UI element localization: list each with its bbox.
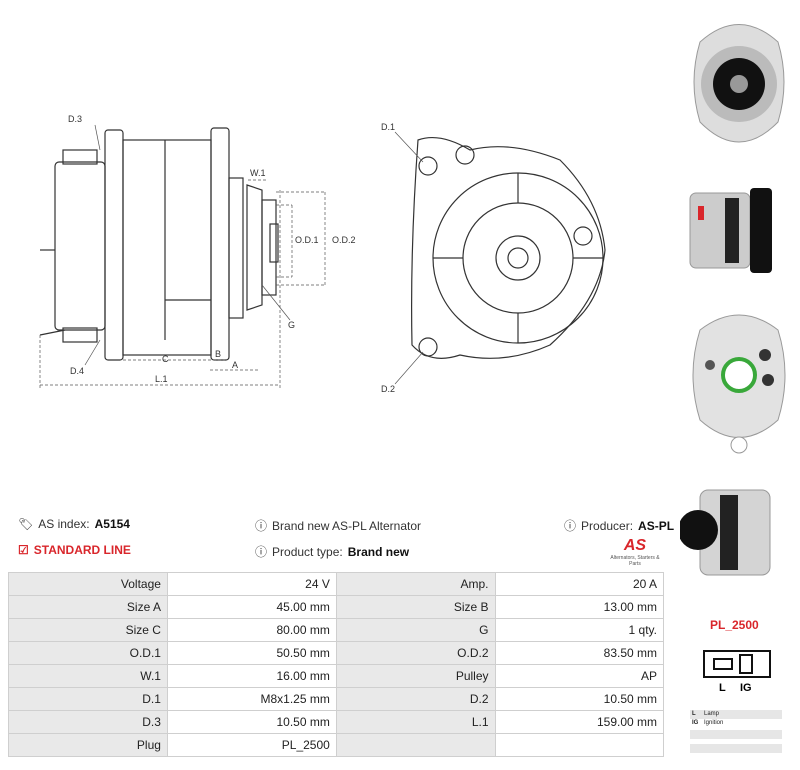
- spec-value: 16.00 mm: [166, 664, 337, 688]
- spec-value: 45.00 mm: [166, 595, 337, 619]
- spec-value: [494, 733, 665, 757]
- info-icon: ⓘ: [255, 545, 268, 559]
- label-d4: D.4: [70, 366, 84, 376]
- info-icon: ⓘ: [564, 519, 577, 533]
- spec-value: 1 qty.: [494, 618, 665, 642]
- plug-title: PL_2500: [710, 618, 759, 632]
- spec-label: Pulley: [335, 664, 496, 688]
- spec-label: G: [335, 618, 496, 642]
- spec-label: Voltage: [8, 572, 168, 596]
- legend-row-empty: [690, 744, 782, 753]
- spec-label: Size C: [8, 618, 168, 642]
- as-index: 🏷 AS index: A5154: [18, 517, 130, 531]
- spec-label: O.D.1: [8, 641, 168, 665]
- spec-label: L.1: [335, 710, 496, 734]
- label-g: G: [288, 320, 295, 330]
- spec-value: 13.00 mm: [494, 595, 665, 619]
- spec-value: 80.00 mm: [166, 618, 337, 642]
- tag-icon: 🏷: [18, 517, 34, 531]
- label-od1: O.D.1: [295, 235, 319, 245]
- spec-value: 10.50 mm: [494, 687, 665, 711]
- spec-value: AP: [494, 664, 665, 688]
- pin-l: L: [719, 682, 726, 694]
- plug-diagram: L IG: [703, 650, 771, 694]
- spec-label: Size A: [8, 595, 168, 619]
- product-type: ⓘ Product type: Brand new: [255, 544, 410, 560]
- spec-label: W.1: [8, 664, 168, 688]
- label-l1: L.1: [155, 374, 168, 384]
- spec-value: M8x1.25 mm: [166, 687, 337, 711]
- spec-value: 20 A: [494, 572, 665, 596]
- photo-side: [689, 188, 772, 273]
- spec-value: 24 V: [166, 572, 337, 596]
- spec-label: [335, 733, 496, 757]
- spec-value: 83.50 mm: [494, 641, 665, 665]
- product-title: ⓘ Brand new AS-PL Alternator: [255, 518, 421, 534]
- photo-rear: [692, 314, 786, 454]
- spec-label: D.1: [8, 687, 168, 711]
- legend-row-empty: [690, 730, 782, 739]
- label-od2: O.D.2: [332, 235, 356, 245]
- technical-drawing: D.3 D.4 D.1 D.2 W.1 O.D.1 O.D.2 G B A C …: [39, 114, 606, 394]
- photo-front: [693, 24, 785, 143]
- spec-label: D.3: [8, 710, 168, 734]
- photo-angle: [680, 489, 771, 576]
- label-a: A: [232, 360, 238, 370]
- spec-label: Plug: [8, 733, 168, 757]
- check-icon: ☑: [18, 543, 29, 557]
- spec-value: 50.50 mm: [166, 641, 337, 665]
- label-c: C: [162, 354, 169, 364]
- spec-value: 159.00 mm: [494, 710, 665, 734]
- spec-value: 10.50 mm: [166, 710, 337, 734]
- brand-logo: AS Alternators, Starters & Parts: [610, 537, 660, 567]
- spec-value: PL_2500: [166, 733, 337, 757]
- info-icon: ⓘ: [255, 519, 268, 533]
- label-d2: D.2: [381, 384, 395, 394]
- producer: ⓘ Producer: AS-PL: [564, 518, 675, 534]
- label-w1: W.1: [250, 168, 266, 178]
- standard-line: ☑ STANDARD LINE: [18, 543, 131, 557]
- spec-label: O.D.2: [335, 641, 496, 665]
- spec-label: Amp.: [335, 572, 496, 596]
- label-b: B: [215, 349, 221, 359]
- pin-ig: IG: [740, 682, 752, 694]
- spec-label: D.2: [335, 687, 496, 711]
- label-d1: D.1: [381, 122, 395, 132]
- spec-label: Size B: [335, 595, 496, 619]
- label-d3: D.3: [68, 114, 82, 124]
